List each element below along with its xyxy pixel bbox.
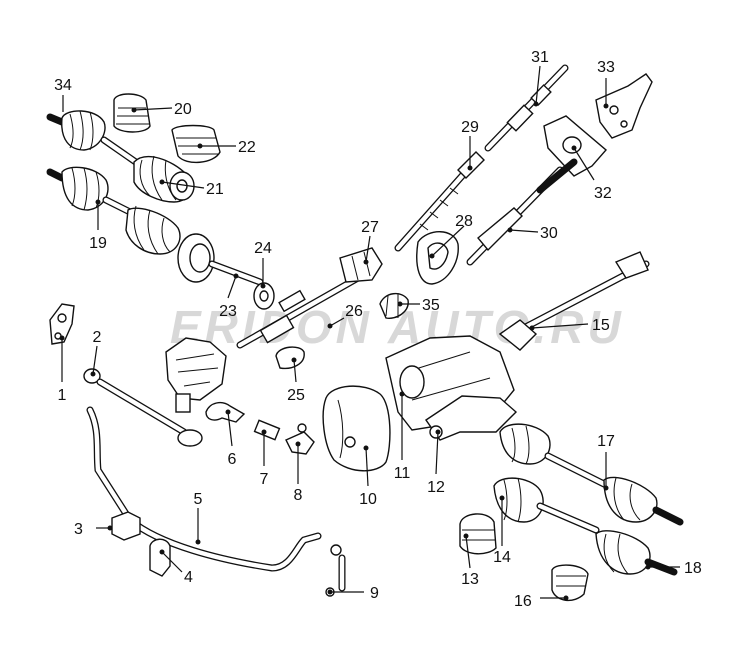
- steering-shaft-29: [394, 151, 485, 252]
- cv-axle-17: [499, 423, 684, 526]
- callout-2: 2: [93, 329, 102, 346]
- tie-rod-end-6: [205, 401, 246, 423]
- cv-joint-34: [46, 110, 144, 169]
- callout-33: 33: [597, 59, 615, 76]
- boot-16: [551, 564, 589, 601]
- callout-14: 14: [493, 549, 511, 566]
- cv-joint-19: [46, 166, 181, 255]
- callout-20: 20: [174, 101, 192, 118]
- callout-32: 32: [594, 185, 612, 202]
- callout-1: 1: [58, 387, 67, 404]
- tie-rod-end-8: [285, 423, 315, 455]
- callout-labels: 34 20 22 21 19 23 24 26 27 28 35 25 29 3…: [54, 49, 702, 610]
- callout-30: 30: [540, 225, 558, 242]
- steering-shaft-31: [484, 64, 569, 152]
- leader-lines: [59, 65, 680, 601]
- clamp-4: [149, 538, 171, 577]
- callout-11: 11: [394, 465, 411, 482]
- bearing-24: [253, 282, 275, 310]
- callout-9: 9: [370, 585, 379, 602]
- boot-20: [113, 93, 151, 133]
- shaft-23: [177, 233, 264, 286]
- callout-26: 26: [345, 303, 363, 320]
- sleeve-7: [253, 419, 281, 441]
- callout-17: 17: [597, 433, 615, 450]
- cv-boot-21: [133, 155, 195, 203]
- stabilizer-bar-5: [86, 406, 322, 572]
- callout-5: 5: [194, 491, 203, 508]
- callout-16: 16: [514, 593, 532, 610]
- bracket-1: [49, 303, 75, 345]
- callout-25: 25: [287, 387, 305, 404]
- callout-31: 31: [531, 49, 549, 66]
- steering-gear-box: [165, 337, 227, 413]
- callout-19: 19: [89, 235, 107, 252]
- callout-10: 10: [359, 491, 377, 508]
- link-9: [325, 544, 346, 597]
- callout-8: 8: [294, 487, 303, 504]
- callout-12: 12: [427, 479, 445, 496]
- callout-13: 13: [461, 571, 479, 588]
- prop-shaft-15: [498, 251, 650, 351]
- callout-3: 3: [74, 521, 83, 538]
- cover-10: [322, 385, 391, 472]
- callout-22: 22: [238, 139, 256, 156]
- bracket-33: [595, 73, 653, 139]
- bushing-25: [275, 346, 305, 370]
- boot-13: [459, 513, 497, 555]
- callout-34: 34: [54, 77, 72, 94]
- bushing-35: [379, 293, 409, 319]
- callout-29: 29: [461, 119, 479, 136]
- boot-22: [171, 124, 221, 163]
- callout-4: 4: [184, 569, 193, 586]
- callout-18: 18: [684, 560, 702, 577]
- u-joint-27: [339, 247, 383, 283]
- bracket-28: [416, 231, 459, 285]
- callout-23: 23: [219, 303, 237, 320]
- callout-24: 24: [254, 240, 272, 257]
- callout-21: 21: [206, 181, 224, 198]
- callout-28: 28: [455, 213, 473, 230]
- prop-shaft-26: [236, 266, 376, 349]
- callout-27: 27: [361, 219, 379, 236]
- tie-rod-2: [83, 368, 203, 447]
- callout-7: 7: [260, 471, 269, 488]
- callout-35: 35: [422, 297, 440, 314]
- bracket-32: [536, 115, 607, 194]
- bracket-12: [425, 395, 518, 441]
- bushing-3: [111, 511, 141, 541]
- callout-15: 15: [592, 317, 610, 334]
- cv-joint-14: [493, 477, 600, 534]
- callout-6: 6: [228, 451, 237, 468]
